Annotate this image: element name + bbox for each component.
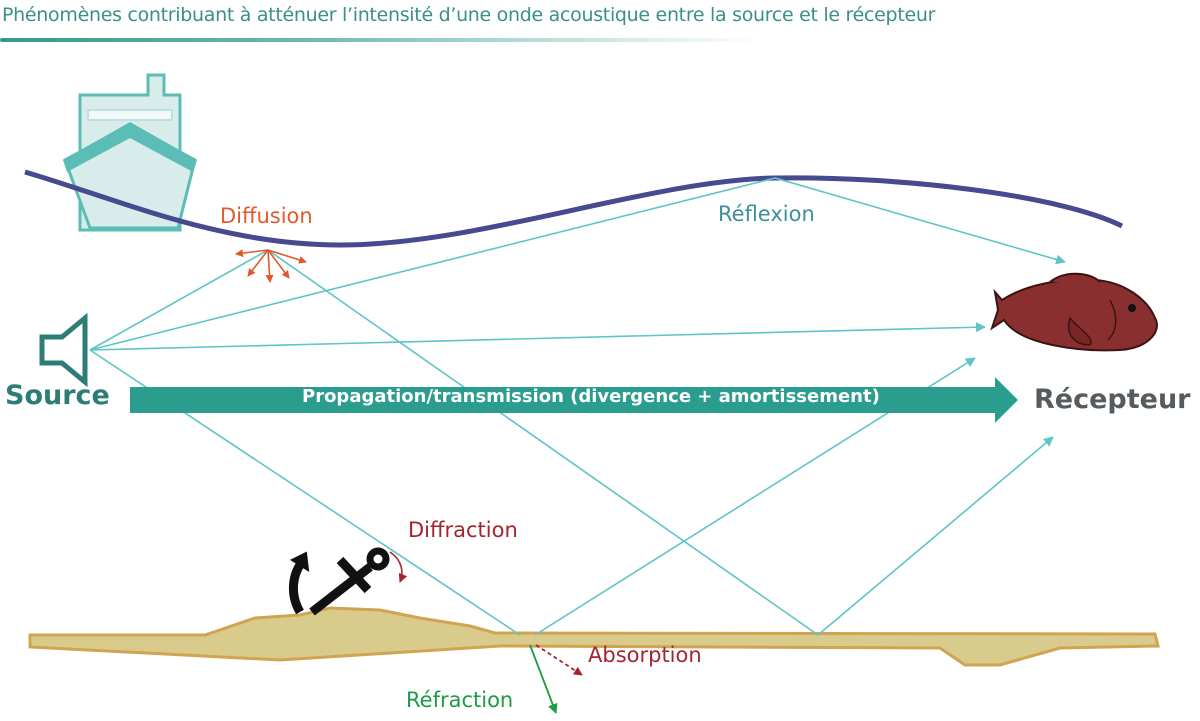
absorption-arrow [535,644,583,676]
sea-surface [24,169,1124,248]
diffusion-arrows [235,249,307,283]
propagation-arrow [130,377,1018,423]
seabed [28,606,1160,667]
ship-icon [63,73,197,232]
fish-icon [990,272,1158,352]
diagram-title: Phénomènes contribuant à atténuer l’inte… [2,4,936,26]
label-absorption: Absorption [588,643,702,667]
speaker-icon [39,312,88,388]
title-underline [0,38,760,42]
label-propagation: Propagation/transmission (divergence + a… [302,386,880,407]
diffraction-arrow [389,551,408,583]
label-source: Source [5,380,110,411]
label-receiver: Récepteur [1034,384,1191,415]
label-diffraction: Diffraction [408,518,518,542]
label-refraction: Réfraction [406,688,514,712]
refraction-arrow [529,644,558,714]
label-reflexion: Réflexion [718,202,815,226]
label-diffusion: Diffusion [220,204,313,228]
anchor-icon [289,547,390,616]
